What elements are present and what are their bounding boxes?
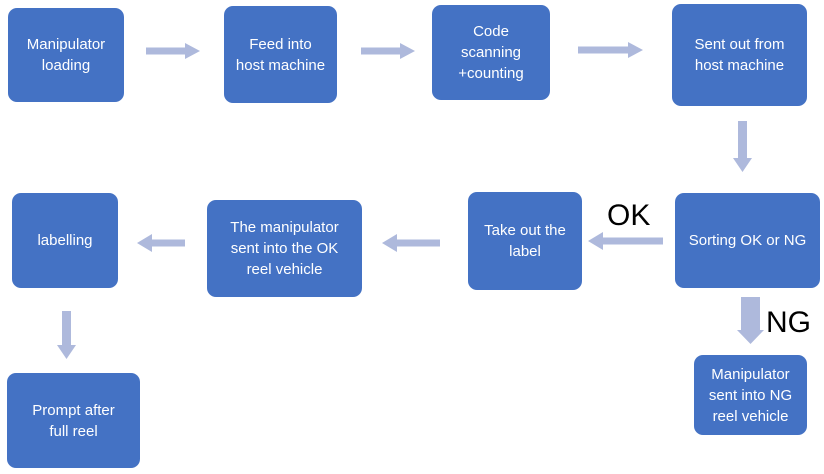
flow-node-labelling: labelling [12, 193, 118, 288]
flow-node-label: Manipulator loading [26, 36, 106, 74]
arrow-code-to-sentout-icon [578, 42, 643, 58]
arrow-takeout-to-okreel-icon [382, 234, 440, 252]
arrow-loading-to-feed-icon [146, 43, 200, 59]
arrow-labelling-to-prompt-icon [57, 311, 76, 359]
arrow-sentout-to-sorting-icon [733, 121, 752, 172]
flow-node-code-scanning-counting: Code scanning +counting [432, 5, 550, 100]
flow-node-prompt-after-full-reel: Prompt after full reel [7, 373, 140, 468]
edge-label-ok: OK [607, 199, 651, 232]
flow-node-manipulator-ok-reel-vehicle: The manipulator sent into the OK reel ve… [207, 200, 362, 297]
flow-node-manipulator-loading: Manipulator loading [8, 8, 124, 102]
flow-node-manipulator-ng-reel-vehicle: Manipulator sent into NG reel vehicle [694, 355, 807, 435]
flow-node-label: The manipulator sent into the OK reel ve… [230, 219, 339, 278]
flow-node-label: Take out the label [484, 222, 566, 260]
flow-node-label: Prompt after full reel [32, 401, 115, 440]
flow-node-sorting-ok-or-ng: Sorting OK or NG [675, 193, 820, 288]
flow-node-take-out-the-label: Take out the label [468, 192, 582, 290]
edge-label-ng: NG [766, 306, 811, 339]
flow-node-label: Code scanning +counting [458, 23, 524, 82]
arrow-sorting-to-takeout-icon [588, 232, 663, 250]
arrow-okreel-to-labelling-icon [137, 234, 185, 252]
flow-node-sent-out-from-host-machine: Sent out from host machine [672, 4, 807, 106]
flow-node-label: labelling [37, 232, 93, 249]
arrow-feed-to-code-icon [361, 43, 415, 59]
flow-node-label: Sorting OK or NG [688, 232, 807, 249]
arrow-sorting-to-ngreel-icon [737, 297, 764, 344]
flow-node-feed-into-host-machine: Feed into host machine [224, 6, 337, 103]
flow-node-label: Feed into host machine [235, 35, 326, 74]
flow-node-label: Sent out from host machine [694, 36, 785, 74]
flow-node-label: Manipulator sent into NG reel vehicle [708, 365, 793, 425]
